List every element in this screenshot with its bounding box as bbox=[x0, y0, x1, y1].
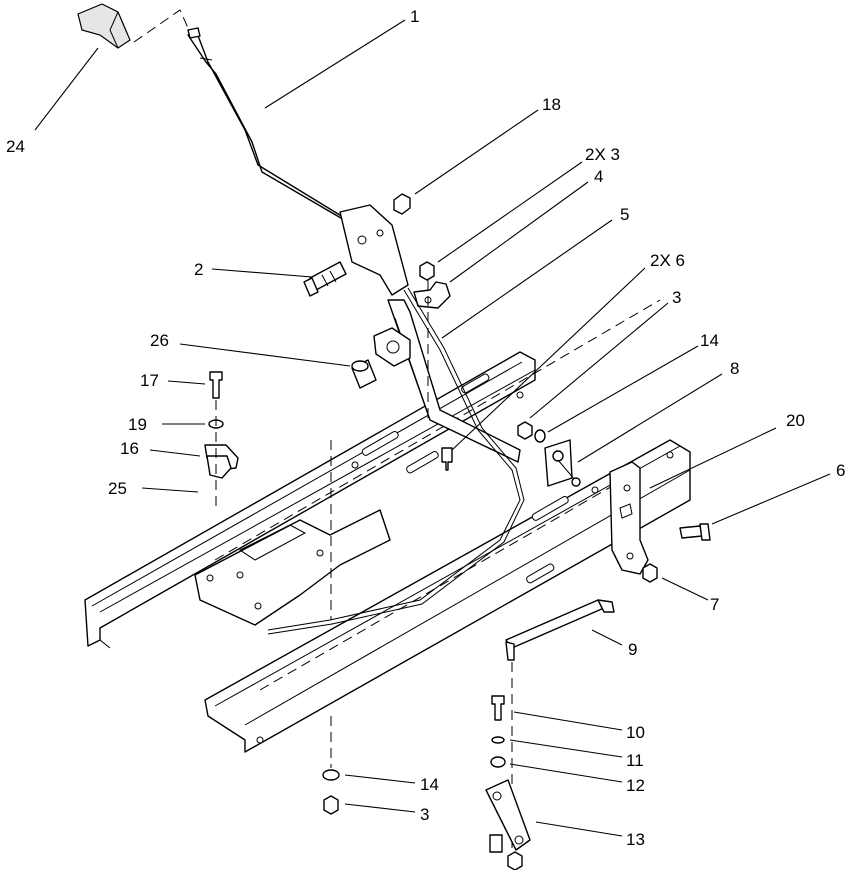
control-lever bbox=[187, 27, 359, 229]
callout-2: 2 bbox=[194, 260, 203, 279]
fastener-stack-left bbox=[204, 371, 239, 510]
callout-11: 11 bbox=[626, 751, 644, 770]
callout-3-bottom: 3 bbox=[420, 805, 429, 824]
bracket-20 bbox=[609, 461, 649, 575]
callout-14: 14 bbox=[700, 331, 719, 350]
callout-19: 19 bbox=[128, 415, 147, 434]
nut-3-bottom bbox=[323, 795, 339, 815]
nut-3 bbox=[517, 421, 533, 440]
callout-18: 18 bbox=[542, 95, 561, 114]
nut-7 bbox=[642, 563, 658, 583]
callout-17: 17 bbox=[140, 371, 159, 390]
callout-16: 16 bbox=[120, 439, 139, 458]
callout-12: 12 bbox=[626, 776, 645, 795]
callout-labels: 1 24 18 2X 3 4 5 2 2X 6 3 26 14 8 17 20 … bbox=[6, 7, 845, 849]
bracket-8 bbox=[544, 439, 581, 487]
bolt-2 bbox=[303, 261, 347, 297]
washer-14-bottom bbox=[322, 769, 340, 781]
pivot-block bbox=[351, 327, 411, 389]
clamp-assembly bbox=[413, 261, 451, 420]
callout-9: 9 bbox=[628, 640, 637, 659]
washer-14 bbox=[534, 429, 546, 443]
leader-lines bbox=[34, 19, 831, 837]
callout-1: 1 bbox=[410, 7, 419, 26]
callout-5: 5 bbox=[620, 205, 629, 224]
callout-26: 26 bbox=[150, 331, 169, 350]
callout-13: 13 bbox=[626, 830, 645, 849]
frame-assembly bbox=[84, 299, 691, 753]
callout-25: 25 bbox=[108, 479, 127, 498]
callout-24: 24 bbox=[6, 137, 25, 156]
throttle-cable bbox=[267, 289, 521, 631]
callout-2x3: 2X 3 bbox=[585, 145, 620, 164]
nut-18 bbox=[393, 193, 411, 215]
bolt-6 bbox=[679, 523, 711, 541]
lever-bracket bbox=[339, 204, 521, 463]
callout-10: 10 bbox=[626, 723, 645, 742]
link-rod-9 bbox=[505, 599, 615, 661]
bolt-2x6 bbox=[441, 447, 453, 471]
throttle-cable-sheath bbox=[267, 287, 525, 635]
callout-6: 6 bbox=[836, 461, 845, 480]
callout-3: 3 bbox=[672, 288, 681, 307]
callout-7: 7 bbox=[710, 595, 719, 614]
fastener-stack-right bbox=[485, 695, 531, 870]
callout-2x6: 2X 6 bbox=[650, 251, 685, 270]
callout-4: 4 bbox=[594, 167, 603, 186]
callout-20: 20 bbox=[786, 411, 805, 430]
callout-8: 8 bbox=[730, 359, 739, 378]
lever-knob bbox=[77, 3, 131, 49]
knob-guide-line bbox=[133, 9, 189, 43]
callout-14-bottom: 14 bbox=[420, 775, 439, 794]
